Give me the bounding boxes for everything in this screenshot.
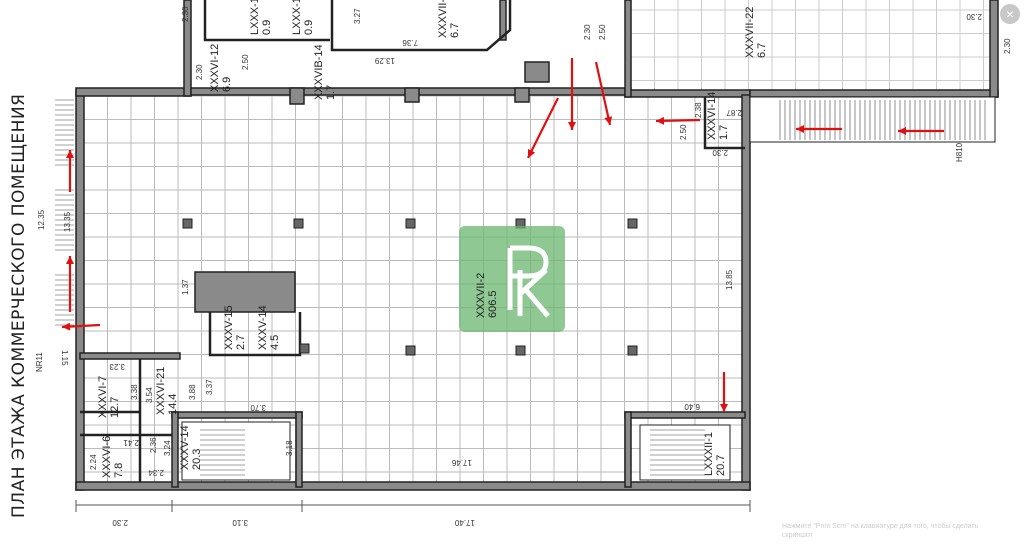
column	[299, 343, 310, 354]
dimension: 2.87	[726, 108, 742, 117]
screenshot-hint: Нажмите "Print Scrn" на клавиатуре для т…	[782, 523, 979, 539]
room-label: LXXX-10.9	[249, 0, 273, 35]
dimension: 2.34	[148, 468, 164, 477]
arrow-head	[568, 122, 576, 130]
arrow-line	[594, 61, 612, 126]
dimension: 2.50	[241, 54, 250, 70]
walls	[75, 0, 999, 491]
dimension: 2.24	[89, 454, 98, 470]
dimension: 2.30	[181, 6, 190, 22]
dimension: 1.15	[60, 350, 69, 366]
room-label: XXXVI-2114.4	[155, 367, 179, 415]
dimension: 13.35	[63, 211, 72, 232]
dimension: 2.30	[712, 148, 728, 157]
dimension: 2.30	[195, 64, 204, 80]
watermark-letter-p	[507, 245, 549, 310]
room-label: XXXVII-2606.5	[475, 273, 499, 318]
room-label: XXXVI-712.7	[97, 376, 121, 418]
arrow-head	[898, 127, 906, 135]
dimension: 3.18	[285, 440, 294, 456]
staircases	[55, 99, 986, 476]
dimension: 17.40	[454, 518, 475, 527]
dimension-labels: 2.30 2.50 7.36 13.29 3.27 2.50 2.30 2.30…	[35, 6, 1012, 527]
room-label: XXXVIB-141.7	[313, 44, 337, 100]
arrow-head	[62, 322, 71, 331]
dimension: 3.37	[205, 379, 214, 395]
dimension: 7.36	[402, 38, 418, 47]
watermark-logo	[459, 226, 565, 332]
dimension: 6.40	[684, 402, 700, 411]
dimension: 12.35	[37, 209, 46, 230]
room-label: XXXVII-226.7	[744, 7, 768, 58]
dimension: 2.30	[1003, 38, 1012, 54]
room-label: XXXV-144.5	[257, 305, 281, 350]
dimension: 2.30	[583, 24, 592, 40]
column	[515, 345, 526, 356]
room-label: XXXVI-141.7	[706, 92, 730, 140]
dimension: 3.88	[188, 384, 197, 400]
dimension: 2.50	[679, 124, 688, 140]
room-label: XXXVI-67.8	[101, 436, 125, 478]
interior-lines	[80, 0, 996, 482]
dimension: 2.30	[112, 518, 128, 527]
room-label: LXXX-10.9	[291, 0, 315, 35]
room-label: LXXXII-120.7	[703, 432, 727, 476]
arrow-line	[527, 97, 559, 159]
room-label: XXXVI-126.9	[209, 44, 233, 92]
arrow-head	[720, 404, 728, 412]
dimension: 3.24	[163, 440, 172, 456]
arrow-head	[66, 150, 74, 158]
dimension: 3.10	[232, 518, 248, 527]
dimension: 2.36	[149, 437, 158, 453]
columns	[182, 218, 638, 356]
room-label: XXXVII-6.7	[437, 0, 461, 38]
arrow-head	[604, 116, 613, 125]
watermark-letter-k	[517, 268, 550, 318]
dimension: 1.37	[181, 279, 190, 295]
dimension: 2.38	[694, 102, 703, 118]
room-label: XXXV-152.7	[223, 305, 247, 350]
dimension: 3.27	[353, 8, 362, 24]
column	[627, 218, 638, 229]
room-label: XXXV-1420.3	[179, 425, 203, 470]
arrow-head	[66, 256, 74, 264]
dimension: H810	[955, 142, 964, 162]
arrow-head	[796, 125, 804, 133]
close-button[interactable]: ×	[1000, 4, 1020, 24]
dimension: 13.85	[725, 269, 734, 290]
plan-title: ПЛАН ЭТАЖА КОММЕРЧЕСКОГО ПОМЕЩЕНИЯ	[9, 94, 29, 518]
evacuation-arrows	[61, 58, 944, 412]
arrow-head	[528, 149, 536, 158]
dimension: 13.29	[374, 56, 395, 65]
floor-grid	[83, 0, 990, 482]
dimension: 3.70	[250, 403, 266, 412]
column	[293, 218, 304, 229]
dimension: 2.30	[966, 12, 982, 21]
column	[405, 345, 416, 356]
column	[627, 345, 638, 356]
column	[182, 218, 193, 229]
dimension: 3.38	[130, 384, 139, 400]
room-labels: XXXVI-126.9 LXXX-10.9 LXXX-10.9 XXXVII-6…	[97, 0, 768, 478]
dimension: 2.41	[123, 438, 139, 447]
dimension: 2.50	[598, 24, 607, 40]
arrow-head	[656, 116, 665, 125]
dimension: 3.23	[109, 362, 125, 371]
column	[405, 218, 416, 229]
dimension: 17.46	[451, 458, 472, 467]
dimension: NR11	[35, 352, 44, 372]
dimension: 3.54	[145, 387, 154, 403]
